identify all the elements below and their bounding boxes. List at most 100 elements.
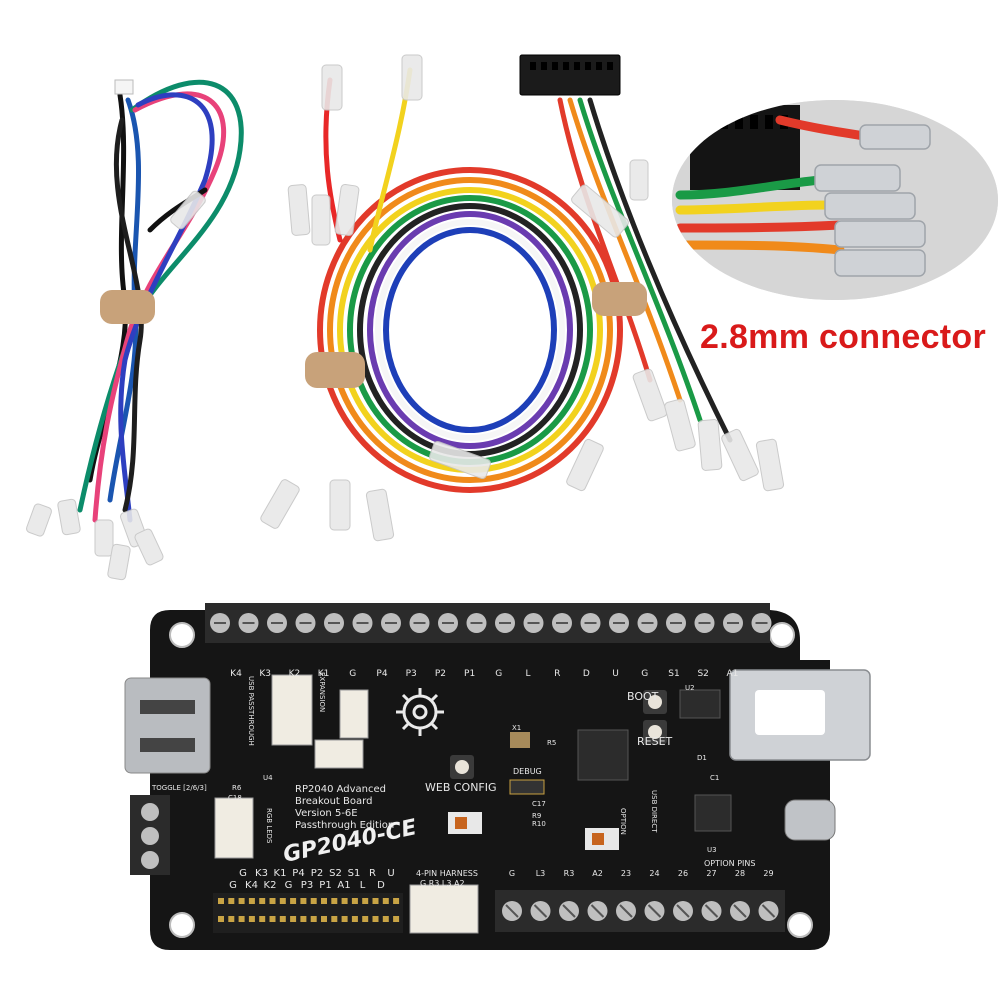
toggle-label: TOGGLE [2/6/3] bbox=[151, 784, 207, 792]
header-pin bbox=[310, 916, 317, 922]
header-pin bbox=[310, 898, 317, 904]
header-pin bbox=[341, 898, 348, 904]
component-label: U2 bbox=[685, 684, 695, 692]
top-pin-label: D bbox=[583, 669, 590, 679]
header-pin bbox=[372, 898, 379, 904]
web-config-label: WEB CONFIG bbox=[425, 781, 497, 794]
header-pin-label: P2 bbox=[311, 868, 323, 879]
component-label: C17 bbox=[532, 800, 546, 808]
board-info-line-4: Passthrough Edition bbox=[295, 820, 394, 831]
component-label: U4 bbox=[263, 774, 273, 782]
gear-logo bbox=[396, 688, 444, 736]
top-pin-label: P2 bbox=[435, 669, 446, 679]
header-pin bbox=[321, 898, 327, 904]
top-pin-label: K1 bbox=[318, 669, 330, 679]
header-pin bbox=[290, 898, 297, 904]
bottom-pin-label: 23 bbox=[621, 869, 631, 878]
header-pin bbox=[218, 916, 224, 922]
bottom-pin-label: A2 bbox=[592, 869, 603, 878]
bottom-pin-label: L3 bbox=[536, 869, 546, 878]
header-pin bbox=[382, 916, 389, 922]
header-pin-label: S2 bbox=[329, 868, 342, 879]
component-label: R10 bbox=[532, 820, 546, 828]
header-pin bbox=[341, 916, 348, 922]
option-label: OPTION bbox=[619, 808, 627, 835]
board-info-line-3: Version 5-6E bbox=[295, 808, 358, 819]
header-pin-label: K3 bbox=[255, 868, 268, 879]
header-pin-label: G bbox=[285, 880, 293, 891]
header-pin-label: A1 bbox=[337, 880, 350, 891]
header-pin bbox=[382, 898, 389, 904]
top-pin-label: P1 bbox=[464, 669, 475, 679]
header-pin bbox=[321, 916, 327, 922]
header-pin-label: P3 bbox=[301, 880, 313, 891]
top-pin-label: S2 bbox=[697, 669, 708, 679]
header-pin bbox=[300, 898, 307, 904]
bottom-pin-label: G bbox=[509, 869, 515, 878]
bottom-pin-label: 24 bbox=[649, 869, 659, 878]
header-pin-label: P4 bbox=[292, 868, 304, 879]
header-pin bbox=[393, 898, 400, 904]
header-pin bbox=[362, 898, 369, 904]
component-label: X1 bbox=[512, 724, 521, 732]
top-pin-label: G bbox=[349, 669, 356, 679]
header-pin bbox=[259, 898, 266, 904]
component-label: C18 bbox=[228, 794, 242, 802]
header-pin bbox=[259, 916, 266, 922]
left-cable-harness bbox=[26, 79, 244, 581]
header-pin bbox=[269, 898, 276, 904]
component-label: R6 bbox=[232, 784, 242, 792]
header-pin bbox=[362, 916, 369, 922]
top-pin-label: R bbox=[554, 669, 560, 679]
component-label: U3 bbox=[707, 846, 717, 854]
top-pin-label: K4 bbox=[230, 669, 242, 679]
header-pin bbox=[228, 898, 235, 904]
header-pin-label: R bbox=[369, 868, 376, 879]
board-info-line-2: Breakout Board bbox=[295, 796, 372, 807]
header-pin bbox=[248, 898, 255, 904]
boot-label: BOOT bbox=[627, 690, 659, 703]
header-pin bbox=[351, 916, 358, 922]
top-pin-label: G bbox=[641, 669, 648, 679]
header-pin-label: U bbox=[387, 868, 394, 879]
header-pin bbox=[248, 916, 255, 922]
connector-closeup-inset bbox=[672, 100, 998, 300]
top-pin-label: P3 bbox=[406, 669, 417, 679]
top-pin-label: S1 bbox=[668, 669, 679, 679]
bottom-pin-label: 26 bbox=[678, 869, 688, 878]
harness-label: 4-PIN HARNESS bbox=[416, 869, 478, 878]
option-pins-label: OPTION PINS bbox=[704, 859, 755, 868]
connector-size-caption: 2.8mm connector bbox=[700, 318, 987, 356]
header-pin bbox=[331, 898, 338, 904]
header-pin-label: P1 bbox=[319, 880, 331, 891]
header-pin bbox=[300, 916, 307, 922]
top-pin-label: K3 bbox=[259, 669, 271, 679]
header-pin bbox=[269, 916, 276, 922]
top-pin-label: G bbox=[495, 669, 502, 679]
header-pin-label: G bbox=[229, 880, 237, 891]
header-pin bbox=[228, 916, 235, 922]
debug-label: DEBUG bbox=[513, 767, 542, 776]
header-pin bbox=[372, 916, 379, 922]
bottom-pin-label: 27 bbox=[706, 869, 716, 878]
component-label: R9 bbox=[532, 812, 541, 820]
header-pin-label: S1 bbox=[348, 868, 361, 879]
header-pin-label: L bbox=[360, 880, 366, 891]
harness-pins-label: G R3 L3 A2 bbox=[420, 879, 465, 888]
usb-passthrough-label: USB PASSTHROUGH bbox=[247, 676, 255, 746]
top-pin-label: K2 bbox=[289, 669, 301, 679]
bottom-pin-label: R3 bbox=[564, 869, 575, 878]
bottom-pin-label: 29 bbox=[763, 869, 773, 878]
component-label: R5 bbox=[547, 739, 556, 747]
header-pin-label: K2 bbox=[264, 880, 277, 891]
reset-label: RESET bbox=[637, 735, 673, 748]
header-pin bbox=[279, 898, 286, 904]
top-pin-label: A1 bbox=[726, 669, 738, 679]
header-pin bbox=[393, 916, 400, 922]
top-pin-label: P4 bbox=[376, 669, 387, 679]
top-pin-label: L bbox=[525, 669, 530, 679]
header-pin bbox=[218, 898, 224, 904]
header-pin bbox=[351, 898, 358, 904]
